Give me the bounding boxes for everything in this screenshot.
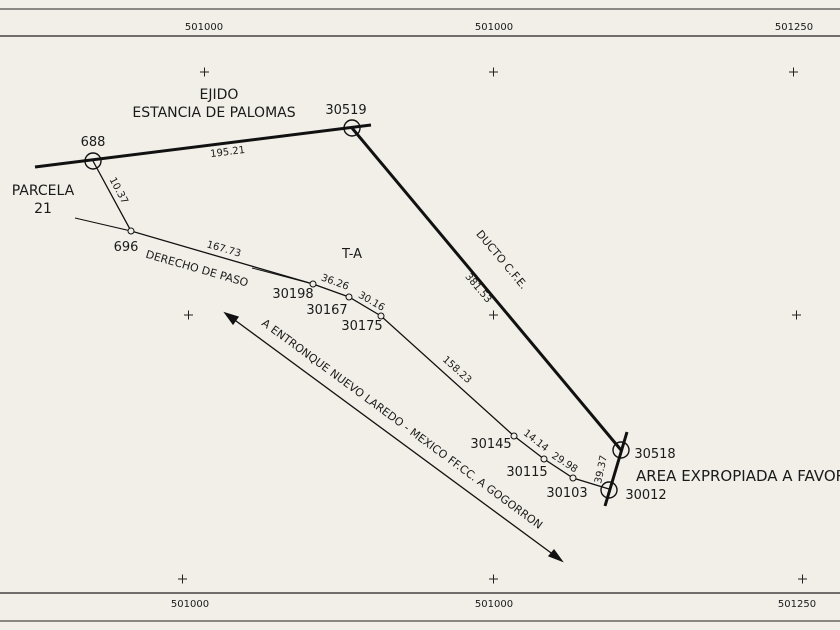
boundary-line-ejido xyxy=(34,123,372,169)
vertex-30115 xyxy=(540,455,548,463)
grid-cross xyxy=(200,67,209,77)
vertex-696 xyxy=(127,227,135,235)
grid-cross xyxy=(489,310,498,320)
parcela-title: PARCELA xyxy=(12,183,75,199)
grid-label-bottom-1: 501000 xyxy=(171,599,209,610)
ducto-cfe-line xyxy=(350,127,623,451)
distance-30198-30167: 36.26 xyxy=(320,273,351,293)
ejido-title: EJIDO xyxy=(200,87,239,103)
grid-cross xyxy=(489,574,498,584)
frame xyxy=(0,8,840,622)
grid-cross xyxy=(798,574,807,584)
vertex-30175 xyxy=(377,312,385,320)
grid-cross xyxy=(184,310,193,320)
grid-cross xyxy=(789,67,798,77)
area-expropiada-label: AREA EXPROPIADA A FAVOR xyxy=(636,467,840,485)
point-label-30012: 30012 xyxy=(625,488,666,503)
derecho-de-paso-line xyxy=(74,217,132,232)
vertex-30145 xyxy=(510,432,518,440)
grid-label-bottom-3: 501250 xyxy=(778,599,816,610)
point-label-30198: 30198 xyxy=(272,287,313,302)
grid-labels-top: 501000 501000 501250 xyxy=(185,22,813,33)
point-label-696: 696 xyxy=(114,240,139,255)
ejido-name: ESTANCIA DE PALOMAS xyxy=(132,105,295,121)
vertex-688-circle xyxy=(84,152,102,170)
distance-688-696: 10.37 xyxy=(107,176,130,206)
point-label-30519: 30519 xyxy=(325,103,366,118)
distance-30175-30145: 158.23 xyxy=(440,354,473,386)
distance-30145-30115: 14.14 xyxy=(521,428,550,454)
distance-696-30198: 167.73 xyxy=(205,239,242,259)
grid-label-top-2: 501000 xyxy=(475,22,513,33)
vertex-30103 xyxy=(569,474,577,482)
railway-label: A ENTRONQUE NUEVO LAREDO - MEXICO FF.CC.… xyxy=(259,317,545,532)
vertex-30198 xyxy=(309,280,317,288)
point-label-30175: 30175 xyxy=(341,319,382,334)
vertex-30518-circle xyxy=(612,441,630,459)
grid-cross xyxy=(178,574,187,584)
area-boundary-line xyxy=(603,431,629,507)
grid-label-top-1: 501000 xyxy=(185,22,223,33)
parcela-number: 21 xyxy=(34,201,52,217)
point-label-30145: 30145 xyxy=(470,437,511,452)
grid-cross xyxy=(792,310,801,320)
distance-30103-30012: 39.37 xyxy=(593,454,610,484)
point-label-688: 688 xyxy=(81,135,106,150)
grid-labels-bottom: 501000 501000 501250 xyxy=(171,599,816,610)
vertex-30519-circle xyxy=(343,119,361,137)
small-vertices xyxy=(127,227,577,482)
distance-688-30519: 195.21 xyxy=(210,145,246,160)
grid-label-top-3: 501250 xyxy=(775,22,813,33)
derecho-de-paso-line-2 xyxy=(251,267,314,285)
point-label-30518: 30518 xyxy=(634,447,675,462)
railway-arrow xyxy=(223,311,564,563)
vertex-30167 xyxy=(345,293,353,301)
grid-cross xyxy=(489,67,498,77)
grid-label-bottom-2: 501000 xyxy=(475,599,513,610)
grid-crosses xyxy=(178,67,807,584)
point-label-30103: 30103 xyxy=(546,486,587,501)
point-label-30167: 30167 xyxy=(306,303,347,318)
vertex-30012-circle xyxy=(600,481,618,499)
ta-label: T-A xyxy=(341,247,362,262)
point-label-30115: 30115 xyxy=(506,465,547,480)
